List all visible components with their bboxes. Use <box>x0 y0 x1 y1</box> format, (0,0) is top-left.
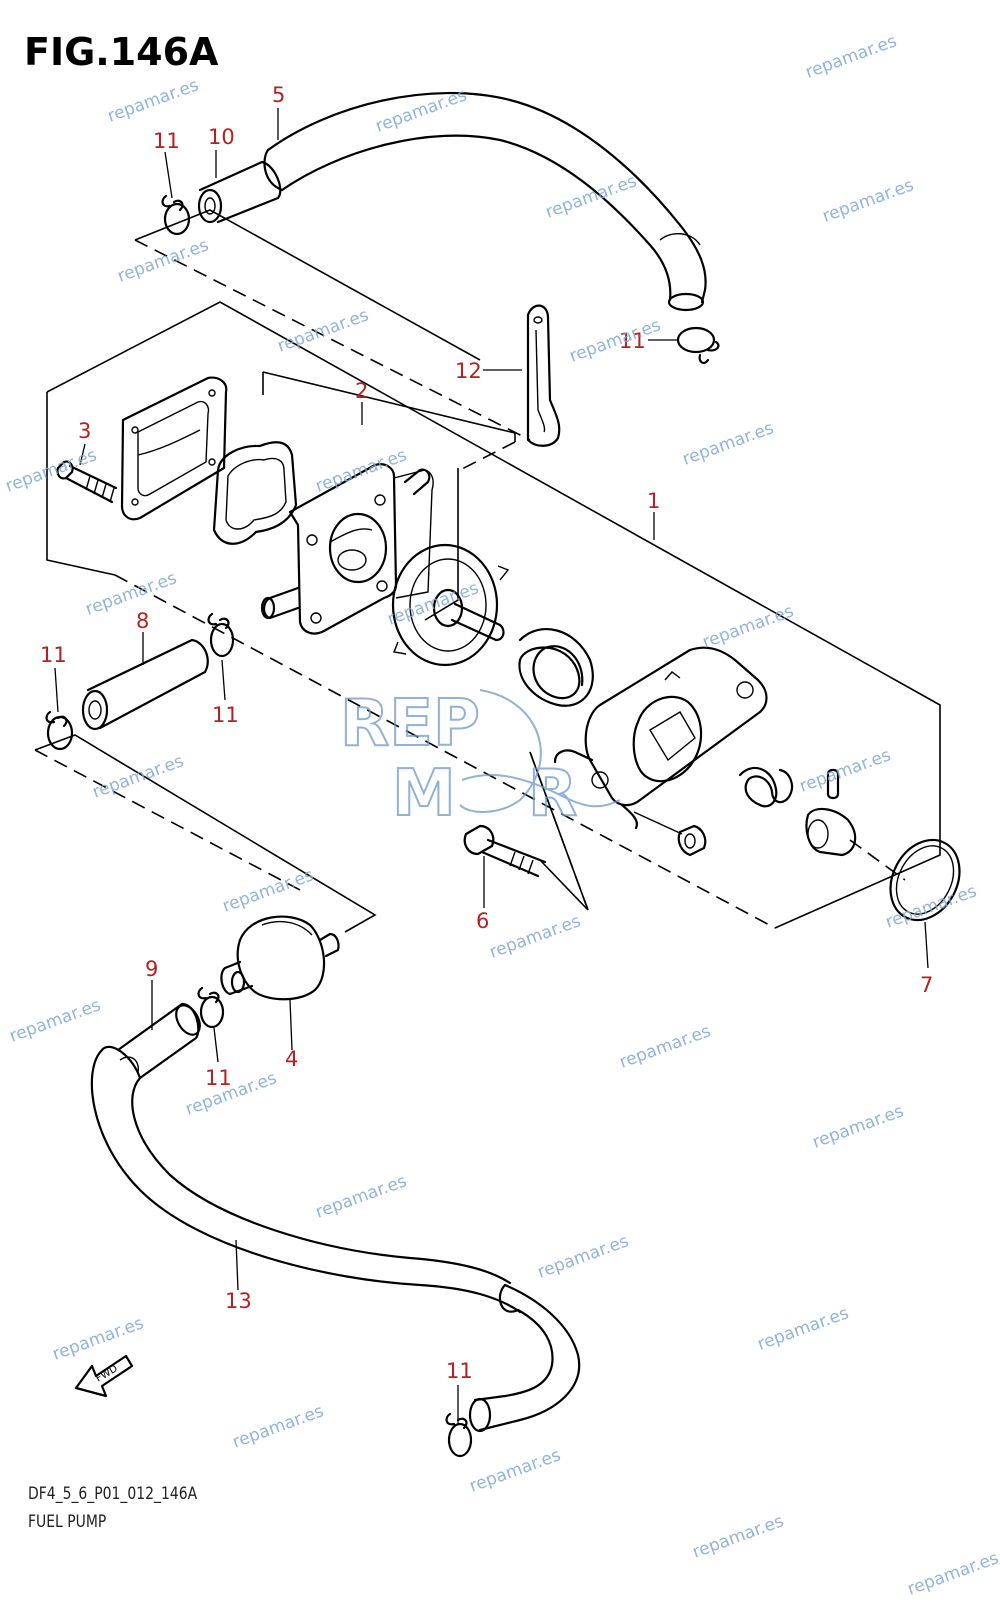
watermark-text: repamar.es <box>487 911 584 962</box>
callout-11-left: 11 <box>40 643 67 667</box>
pump-body <box>260 463 434 635</box>
clip-11-top <box>161 194 191 236</box>
watermark-text: repamar.es <box>83 568 180 619</box>
pump-cover <box>553 646 768 830</box>
watermark-text: repamar.es <box>115 235 212 286</box>
callout-11-bottom: 11 <box>446 1359 473 1383</box>
watermark-text: repamar.es <box>535 1231 632 1282</box>
gasket-2 <box>212 441 298 545</box>
watermark-text: repamar.es <box>567 315 664 366</box>
callout-11-right: 11 <box>619 329 646 353</box>
watermark-text: repamar.es <box>90 751 187 802</box>
watermark-text: repamar.es <box>275 305 372 356</box>
band-12 <box>526 304 561 447</box>
svg-text:REP: REP <box>340 687 480 761</box>
callout-6: 6 <box>476 909 489 933</box>
watermark-text: repamar.es <box>820 175 917 226</box>
callout-11-top: 11 <box>153 129 180 153</box>
callout-13: 13 <box>225 1289 252 1313</box>
callout-labels: 5 10 11 11 12 2 3 1 8 11 11 6 7 9 11 4 1… <box>40 83 933 1383</box>
fuel-filter-4 <box>220 915 340 1001</box>
clip-11-right <box>676 326 720 364</box>
hose-8 <box>81 638 209 731</box>
callout-4: 4 <box>285 1047 298 1071</box>
watermark-text: repamar.es <box>313 1171 410 1222</box>
watermark-logo: REP M R <box>339 686 621 832</box>
watermark-text: repamar.es <box>700 601 797 652</box>
watermark-text: repamar.es <box>617 1021 714 1072</box>
pin <box>826 768 840 800</box>
text-watermarks: repamar.es repamar.es repamar.es repamar… <box>3 31 1000 1599</box>
spring-large <box>518 628 594 707</box>
callout-1: 1 <box>647 489 660 513</box>
watermark-text: repamar.es <box>797 745 894 796</box>
watermark-text: repamar.es <box>105 75 202 126</box>
figure-code: DF4_5_6_P01_012_146A <box>28 1484 198 1504</box>
callout-11-filter: 11 <box>205 1066 232 1090</box>
watermark-text: repamar.es <box>7 995 104 1046</box>
screw-3 <box>56 460 118 504</box>
hose-13 <box>90 1045 581 1433</box>
watermark-text: repamar.es <box>385 578 482 629</box>
hose-9 <box>116 1002 201 1080</box>
callout-9: 9 <box>145 957 158 981</box>
watermark-text: repamar.es <box>883 881 980 932</box>
diaphragm <box>391 543 510 667</box>
watermark-text: repamar.es <box>543 171 640 222</box>
callout-5: 5 <box>272 83 285 107</box>
o-ring-7 <box>889 838 961 922</box>
spring-small <box>738 766 794 808</box>
clip-11-bottom <box>445 1412 473 1458</box>
watermark-text: repamar.es <box>755 1303 852 1354</box>
nut <box>633 811 707 857</box>
hose-5 <box>263 91 707 312</box>
watermark-text: repamar.es <box>680 418 777 469</box>
watermark-text: repamar.es <box>803 31 900 82</box>
callout-2: 2 <box>355 379 368 403</box>
plug <box>805 807 857 857</box>
callout-11-hose8: 11 <box>212 703 239 727</box>
clip-11-filter <box>197 986 225 1029</box>
watermark-text: repamar.es <box>810 1101 907 1152</box>
callout-3: 3 <box>78 419 91 443</box>
figure-title: FIG.146A <box>24 30 219 74</box>
watermark-text: repamar.es <box>50 1313 147 1364</box>
callout-10: 10 <box>208 125 235 149</box>
clip-11-hose8-left <box>45 710 74 751</box>
watermark-text: repamar.es <box>690 1511 787 1562</box>
assembly-frame <box>34 209 941 933</box>
watermark-text: repamar.es <box>905 1548 1000 1599</box>
callout-12: 12 <box>455 359 482 383</box>
callout-7: 7 <box>920 973 933 997</box>
hose-10 <box>197 160 282 224</box>
gasket-plate <box>120 376 228 521</box>
figure-name: FUEL PUMP <box>28 1512 107 1532</box>
watermark-text: repamar.es <box>467 1445 564 1496</box>
leader-lines <box>54 108 929 1424</box>
clip-11-hose8-right <box>207 612 235 658</box>
svg-text:R: R <box>528 757 577 831</box>
watermark-text: repamar.es <box>373 85 470 136</box>
callout-8: 8 <box>136 609 149 633</box>
fwd-arrow-icon: FWD <box>74 1354 134 1398</box>
watermark-text: repamar.es <box>230 1401 327 1452</box>
watermark-text: repamar.es <box>220 865 317 916</box>
bolt-6 <box>463 824 547 878</box>
svg-text:M: M <box>392 757 456 831</box>
